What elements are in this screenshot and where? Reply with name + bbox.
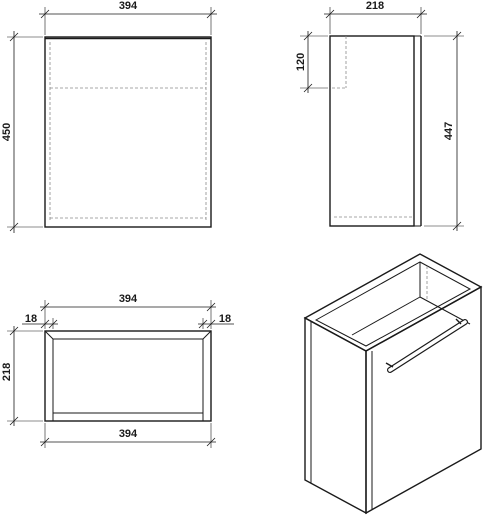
front-height-label: 450 xyxy=(1,123,13,141)
top-width-tick-right xyxy=(206,302,216,312)
front-view: 394 450 xyxy=(1,0,217,233)
top-width-bottom-label: 394 xyxy=(119,428,138,440)
top-view-outline xyxy=(44,330,212,422)
left-panel-tick-b xyxy=(48,319,58,329)
isometric-view xyxy=(303,253,483,515)
iso-inner-back-bottom-left xyxy=(351,296,421,336)
side-drawer-tick-top xyxy=(303,31,313,41)
side-height-tick-top xyxy=(452,31,462,41)
side-view-outline xyxy=(329,35,415,227)
iso-top-opening xyxy=(314,261,472,347)
front-width-tick-left xyxy=(40,9,50,19)
right-panel-tick-a xyxy=(198,319,208,329)
side-drawer-tick-bottom xyxy=(303,83,313,93)
top-width-tick-left xyxy=(40,302,50,312)
side-height-tick-bottom xyxy=(452,221,462,231)
side-depth-label: 218 xyxy=(366,0,384,12)
top-view-inner xyxy=(52,338,204,414)
front-height-tick-bottom xyxy=(9,222,19,232)
top-depth-label: 218 xyxy=(1,363,13,381)
top-depth-tick-bottom xyxy=(9,416,19,426)
side-view: 218 120 447 xyxy=(295,0,464,231)
right-panel-tick-b xyxy=(206,319,216,329)
front-width-tick-right xyxy=(206,9,216,19)
top-view: 394 18 18 218 394 xyxy=(1,293,234,448)
left-panel-label: 18 xyxy=(25,313,37,325)
top-depth-tick-top xyxy=(9,326,19,336)
front-height-tick-top xyxy=(9,32,19,42)
left-panel-tick-a xyxy=(40,319,50,329)
front-view-outline xyxy=(44,36,212,228)
top-view-corner-tl xyxy=(44,330,54,340)
top-view-corner-tr xyxy=(202,330,212,340)
top-width-top-label: 394 xyxy=(119,293,138,305)
side-depth-tick-left xyxy=(325,9,335,19)
bottom-width-tick-right xyxy=(206,437,216,447)
front-width-label: 394 xyxy=(119,0,138,12)
iso-left-face xyxy=(304,316,367,515)
iso-door-face xyxy=(365,285,482,515)
iso-inner-back-bottom-right xyxy=(419,296,471,325)
side-drawer-label: 120 xyxy=(295,53,307,71)
side-depth-tick-right xyxy=(416,9,426,19)
bottom-width-tick-left xyxy=(40,437,50,447)
right-panel-label: 18 xyxy=(219,313,231,325)
iso-door-handle xyxy=(385,318,468,373)
side-height-label: 447 xyxy=(443,122,455,140)
